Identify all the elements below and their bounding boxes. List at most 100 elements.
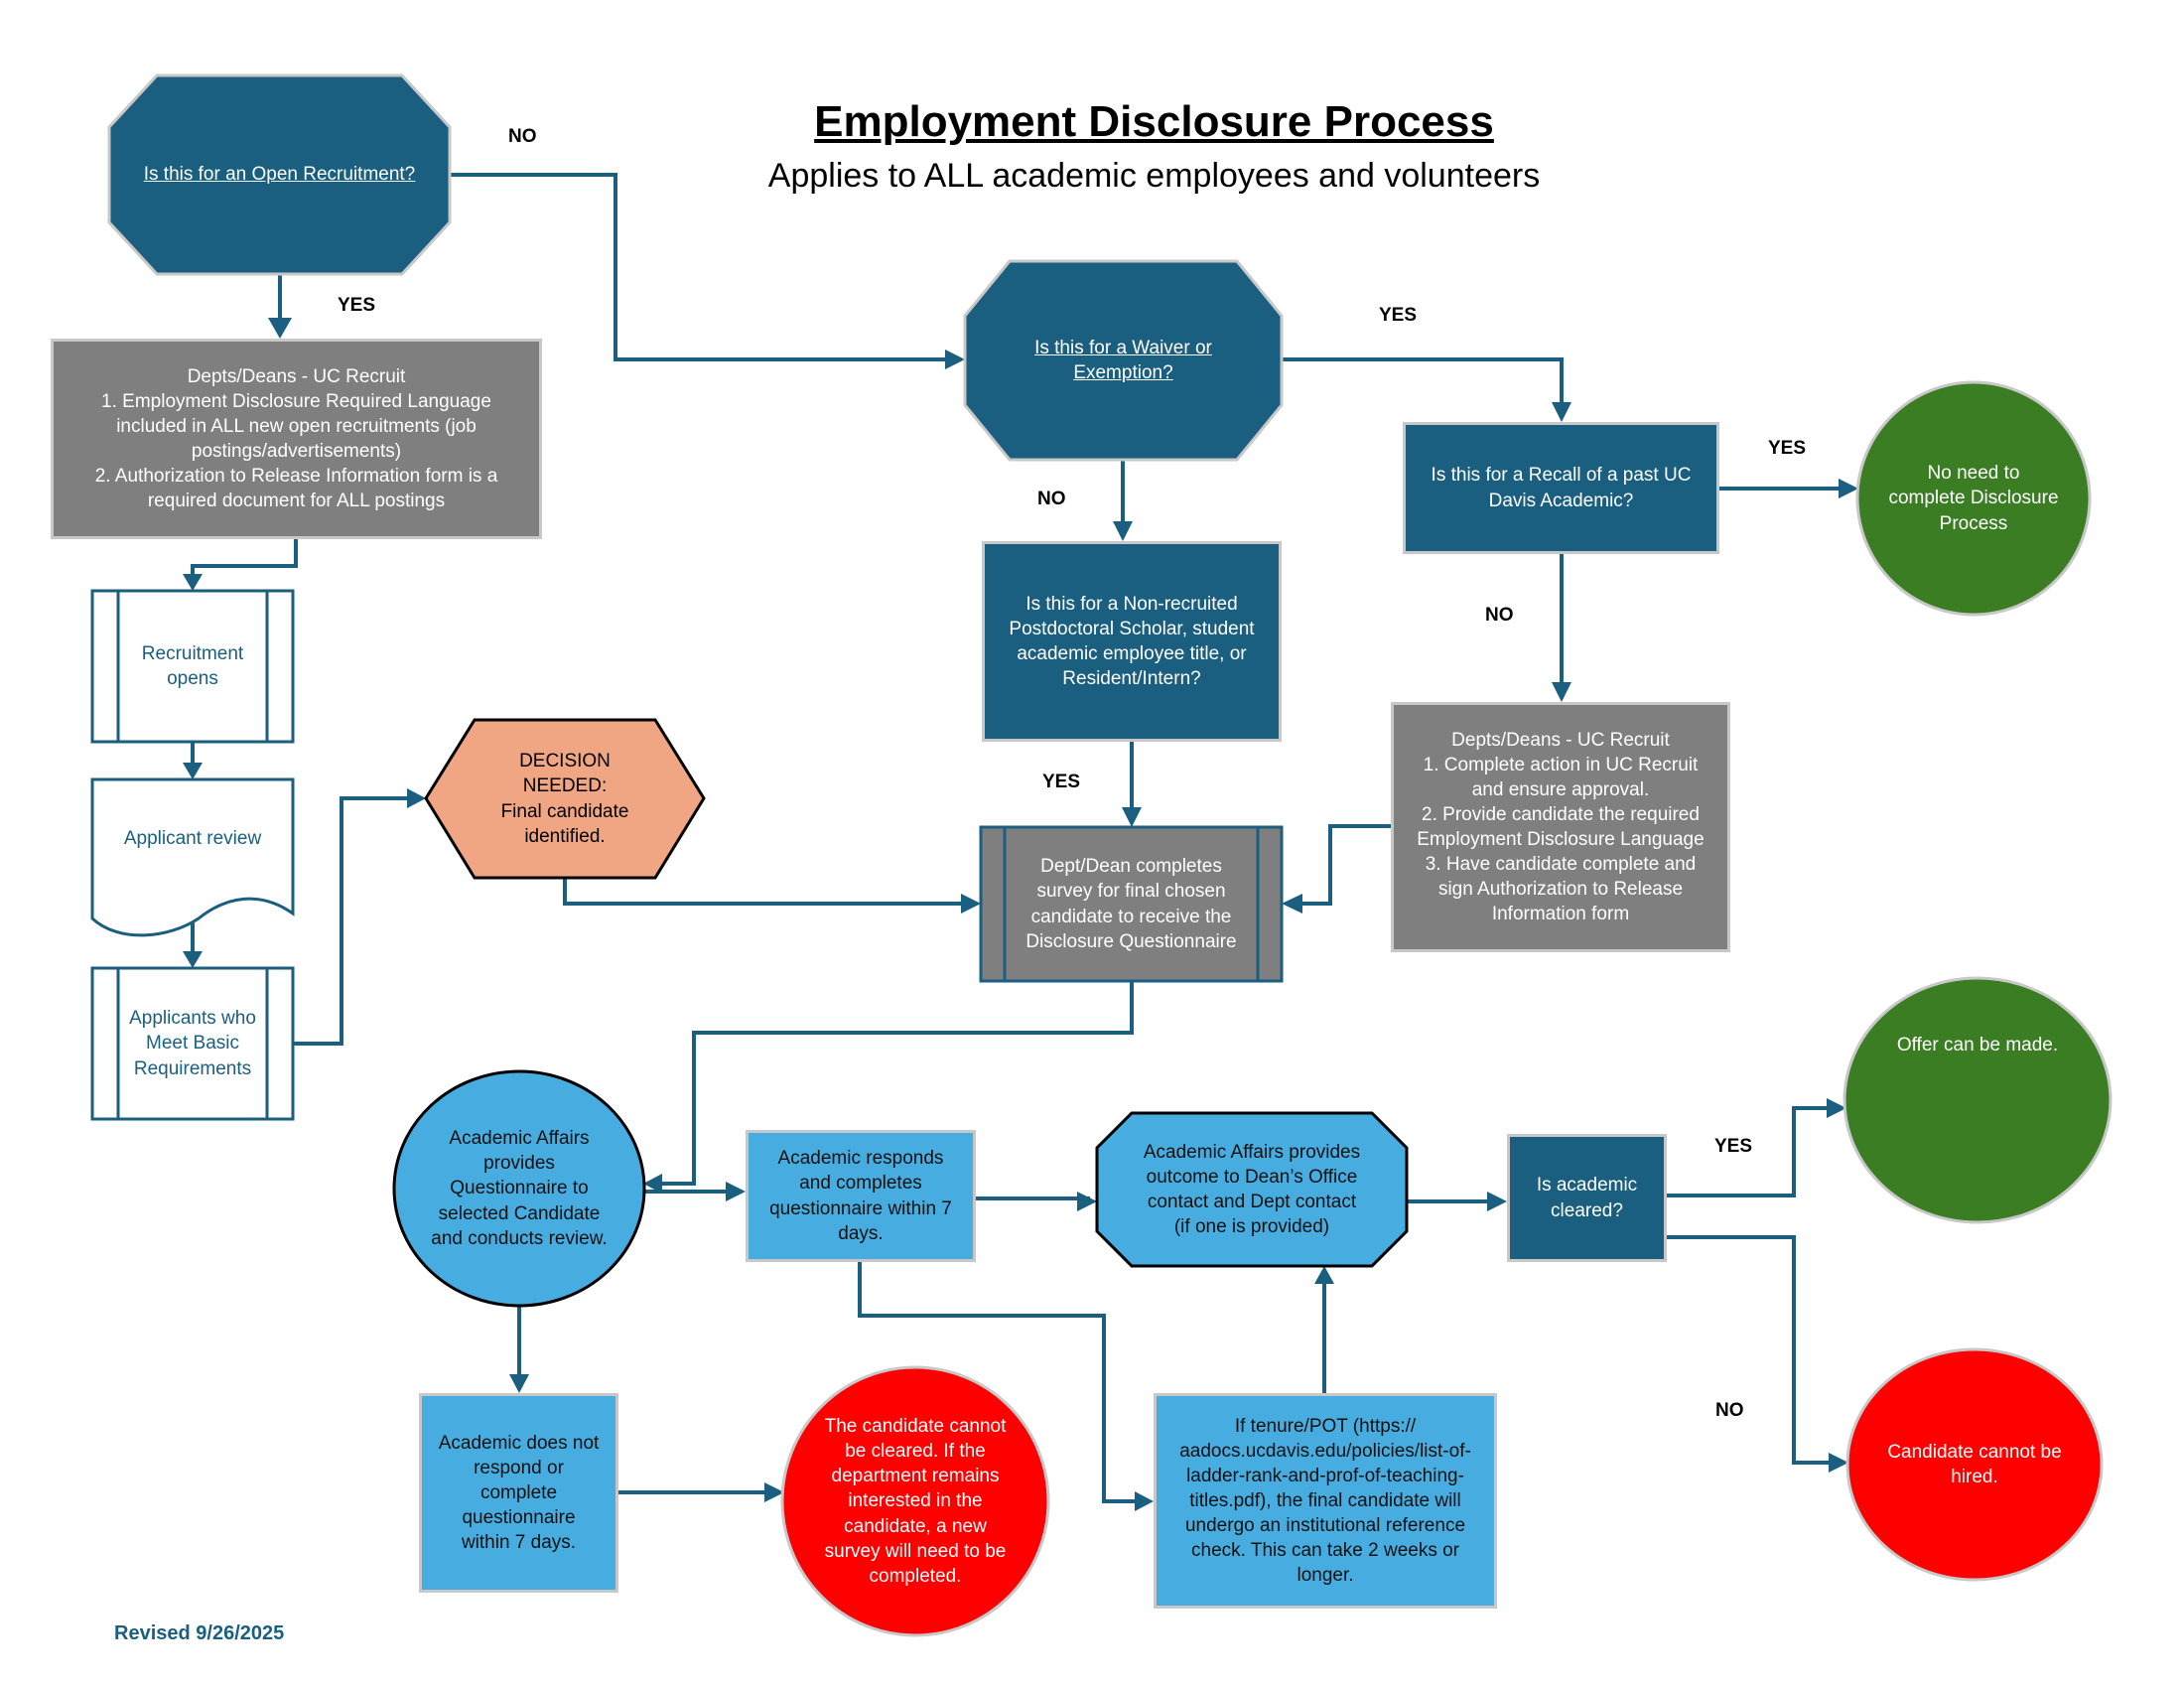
applicant-review-text: Applicant review <box>123 828 262 850</box>
decision-needed-text: DECISION NEEDED: Final candidate identif… <box>500 751 629 847</box>
edge-label-cleared-yes: YES <box>1714 1136 1753 1157</box>
edge-label-cleared-no: NO <box>1715 1400 1744 1421</box>
arrowhead <box>1122 807 1142 827</box>
arrowhead <box>961 894 981 914</box>
page-subtitle: Applies to ALL academic employees and vo… <box>767 157 1541 195</box>
arrowhead <box>945 350 965 369</box>
recall-text: Is this for a Recall of a past UC Davis … <box>1431 465 1692 511</box>
arrowhead <box>726 1182 746 1201</box>
is-cleared-question: Is academic cleared? <box>1507 1134 1667 1262</box>
edge-label-waiver-no: NO <box>1037 489 1066 509</box>
academic-responds: Academic responds and completes question… <box>746 1130 976 1262</box>
tenure-pot: If tenure/POT (https:// aadocs.ucdavis.e… <box>1154 1393 1497 1609</box>
dept-dean-survey-shape <box>979 825 1284 983</box>
decision-waiver: Is this for a Waiver or Exemption? <box>973 261 1274 460</box>
is-cleared-text: Is academic cleared? <box>1536 1175 1638 1221</box>
arrowhead <box>1314 1266 1334 1284</box>
edge-label-open-yes: YES <box>338 295 376 316</box>
connector-survey-to-aa <box>651 981 1134 1186</box>
no-need-terminal: No need to complete Disclosure Process <box>1866 399 2081 598</box>
arrowhead <box>1487 1192 1507 1211</box>
aa-outcome: Academic Affairs provides outcome to Dea… <box>1097 1113 1407 1266</box>
uc-recruit-recall: Depts/Deans - UC Recruit 1. Complete act… <box>1391 702 1730 952</box>
arrowhead <box>183 763 203 779</box>
offer-text: Offer can be made. <box>1896 1035 2059 1055</box>
arrowhead <box>1077 1192 1097 1211</box>
decision-waiver-shape <box>963 259 1284 462</box>
cannot-clear-terminal: The candidate cannot be cleared. If the … <box>794 1380 1036 1622</box>
connector-open-no <box>450 173 957 364</box>
edge-label-recall-yes: YES <box>1768 438 1807 459</box>
cannot-hire-text: Candidate cannot be hired. <box>1887 1441 2062 1487</box>
decision-needed-shape <box>424 718 706 880</box>
applicant-review-shape <box>90 777 295 937</box>
arrowhead <box>1552 402 1571 422</box>
recruitment-opens-shape <box>90 589 295 744</box>
cannot-clear-shape <box>780 1365 1050 1637</box>
edge-label-waiver-yes: YES <box>1379 305 1418 326</box>
edge-label-open-no: NO <box>508 126 537 147</box>
connector-meet-to-decision <box>293 796 417 1046</box>
dept-dean-survey-text: Dept/Dean completes survey for final cho… <box>1025 856 1237 952</box>
uc-recruit-open-text: Depts/Deans - UC Recruit 1. Employment D… <box>94 365 498 512</box>
connector-cleared-yes <box>1667 1106 1839 1197</box>
arrowhead <box>183 951 203 968</box>
recruitment-opens: Recruitment opens <box>118 591 267 742</box>
edge-label-nonrecruited-yes: YES <box>1042 772 1081 792</box>
connector-uc-to-recruitment <box>191 539 298 586</box>
arrowhead <box>183 574 203 591</box>
decision-open-recruitment-text: Is this for an Open Recruitment? <box>143 164 416 186</box>
offer-shape <box>1843 976 2113 1224</box>
arrowhead <box>1829 1453 1848 1473</box>
no-need-text: No need to complete Disclosure Process <box>1888 463 2059 534</box>
aa-questionnaire: Academic Affairs provides Questionnaire … <box>407 1082 631 1295</box>
arrowhead <box>1839 479 1858 498</box>
edge-label-recall-no: NO <box>1485 605 1514 626</box>
uc-recruit-open: Depts/Deans - UC Recruit 1. Employment D… <box>51 339 542 539</box>
connector-decision-to-survey <box>563 878 971 906</box>
non-recruited-text: Is this for a Non-recruited Postdoctoral… <box>1009 593 1255 690</box>
cannot-clear-text: The candidate cannot be cleared. If the … <box>824 1416 1007 1587</box>
applicants-meet: Applicants who Meet Basic Requirements <box>112 968 273 1119</box>
arrowhead <box>1282 894 1302 914</box>
non-recruited-question: Is this for a Non-recruited Postdoctoral… <box>982 541 1282 742</box>
arrowhead <box>1827 1098 1846 1118</box>
uc-recruit-recall-text: Depts/Deans - UC Recruit 1. Complete act… <box>1417 729 1705 925</box>
applicant-review: Applicant review <box>92 779 293 899</box>
arrowhead <box>268 318 292 339</box>
page-title: Employment Disclosure Process <box>814 97 1494 146</box>
recruitment-opens-text: Recruitment opens <box>141 642 244 689</box>
cannot-hire-terminal: Candidate cannot be hired. <box>1856 1410 2093 1519</box>
no-response: Academic does not respond or complete qu… <box>419 1393 618 1593</box>
applicants-meet-shape <box>90 966 295 1121</box>
no-response-text: Academic does not respond or complete qu… <box>438 1432 600 1554</box>
arrowhead <box>1552 682 1571 702</box>
connector-waiver-yes <box>1282 357 1564 415</box>
arrowhead <box>643 1174 662 1194</box>
applicants-meet-text: Applicants who Meet Basic Requirements <box>129 1008 256 1079</box>
dept-dean-survey: Dept/Dean completes survey for final cho… <box>1005 827 1258 981</box>
aa-outcome-text: Academic Affairs provides outcome to Dea… <box>1143 1141 1361 1238</box>
connector-uc2-to-survey <box>1291 824 1391 906</box>
decision-open-recruitment: Is this for an Open Recruitment? <box>109 75 450 274</box>
offer-terminal: Offer can be made. <box>1856 1033 2099 1168</box>
decision-needed: DECISION NEEDED: Final candidate identif… <box>457 720 673 878</box>
arrowhead <box>1135 1491 1154 1511</box>
connector-cleared-no <box>1667 1235 1842 1465</box>
cannot-hire-shape <box>1845 1347 2104 1582</box>
arrowhead <box>764 1482 784 1502</box>
aa-outcome-shape <box>1095 1111 1409 1268</box>
decision-waiver-text: Is this for a Waiver or Exemption? <box>1034 337 1212 383</box>
connector-responds-to-tenure <box>858 1262 1147 1503</box>
arrowhead <box>509 1374 529 1393</box>
arrowhead <box>407 788 426 808</box>
tenure-pot-text: If tenure/POT (https:// aadocs.ucdavis.e… <box>1179 1415 1471 1587</box>
revised-date: Revised 9/26/2025 <box>114 1622 285 1644</box>
recall-question: Is this for a Recall of a past UC Davis … <box>1403 422 1719 554</box>
arrowhead <box>1113 521 1133 541</box>
decision-open-recruitment-shape <box>107 73 452 276</box>
aa-questionnaire-text: Academic Affairs provides Questionnaire … <box>431 1128 608 1249</box>
no-need-shape <box>1855 380 2092 617</box>
aa-questionnaire-shape <box>392 1069 646 1308</box>
